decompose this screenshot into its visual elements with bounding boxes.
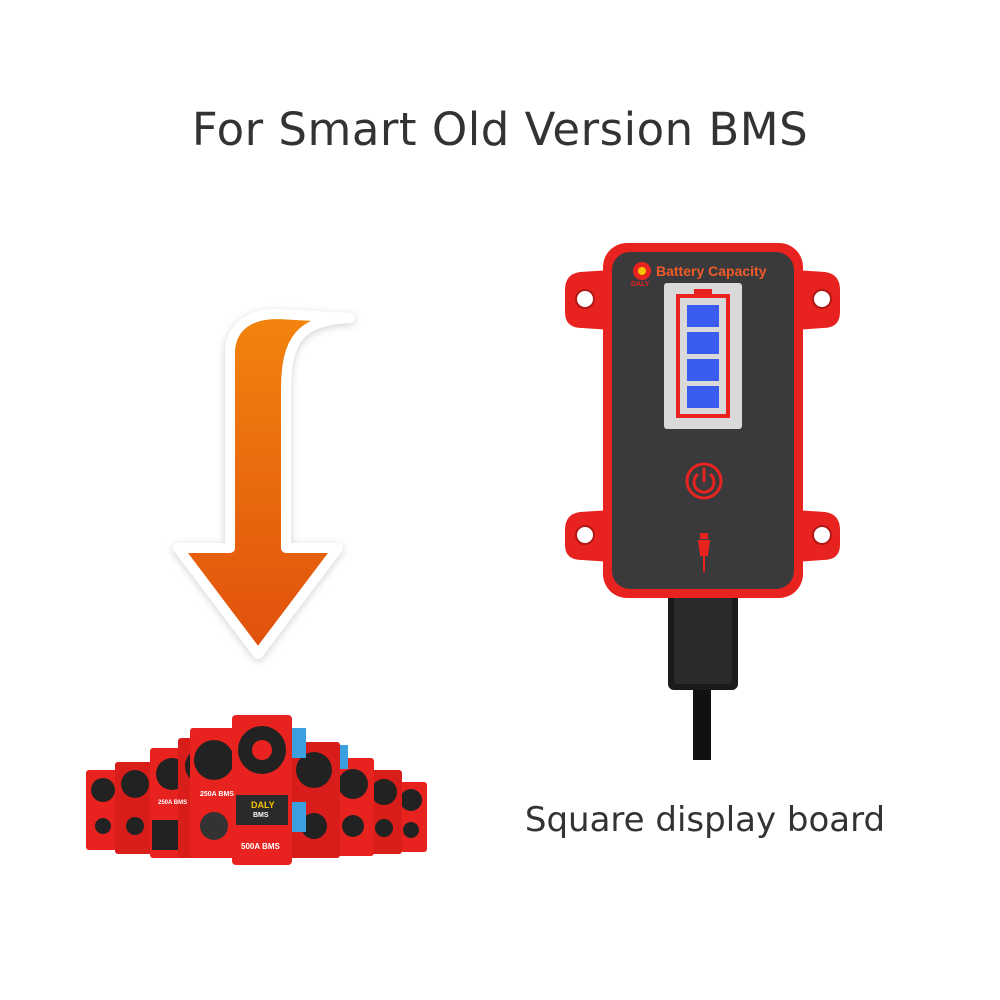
battery-bar — [687, 305, 719, 327]
cable — [693, 680, 711, 760]
battery-level-bars — [687, 305, 719, 408]
bms-unit-large — [190, 715, 292, 865]
bms-label: 500A BMS — [241, 842, 280, 851]
battery-window — [664, 283, 742, 429]
usb-icon — [698, 533, 710, 572]
battery-bar — [687, 386, 719, 408]
bms-unit — [115, 762, 155, 854]
bms-unit — [395, 782, 427, 852]
mounting-ear-bottom-right — [795, 510, 840, 562]
page-title: For Smart Old Version BMS — [191, 103, 809, 156]
bms-label: 250A BMS — [158, 800, 188, 806]
bms-brand: DALY — [251, 800, 275, 810]
device-screen-label: Battery Capacity — [656, 263, 767, 279]
mounting-ear-top-right — [795, 270, 840, 330]
bms-label: 250A BMS — [200, 791, 234, 798]
battery-bar — [687, 359, 719, 381]
caption: Square display board — [524, 800, 886, 840]
daly-logo-icon — [633, 262, 651, 280]
device-brand-label: DALY — [631, 281, 650, 288]
battery-bar — [687, 332, 719, 354]
mounting-ear-bottom-left — [565, 510, 612, 562]
power-button[interactable] — [685, 462, 723, 500]
battery-icon — [676, 289, 730, 418]
bms-unit — [288, 728, 340, 858]
bms-unit — [332, 745, 374, 856]
mounting-ear-top-left — [565, 270, 612, 330]
bms-sub: BMS — [253, 812, 269, 819]
bms-unit — [366, 770, 402, 854]
bms-unit — [86, 770, 120, 850]
